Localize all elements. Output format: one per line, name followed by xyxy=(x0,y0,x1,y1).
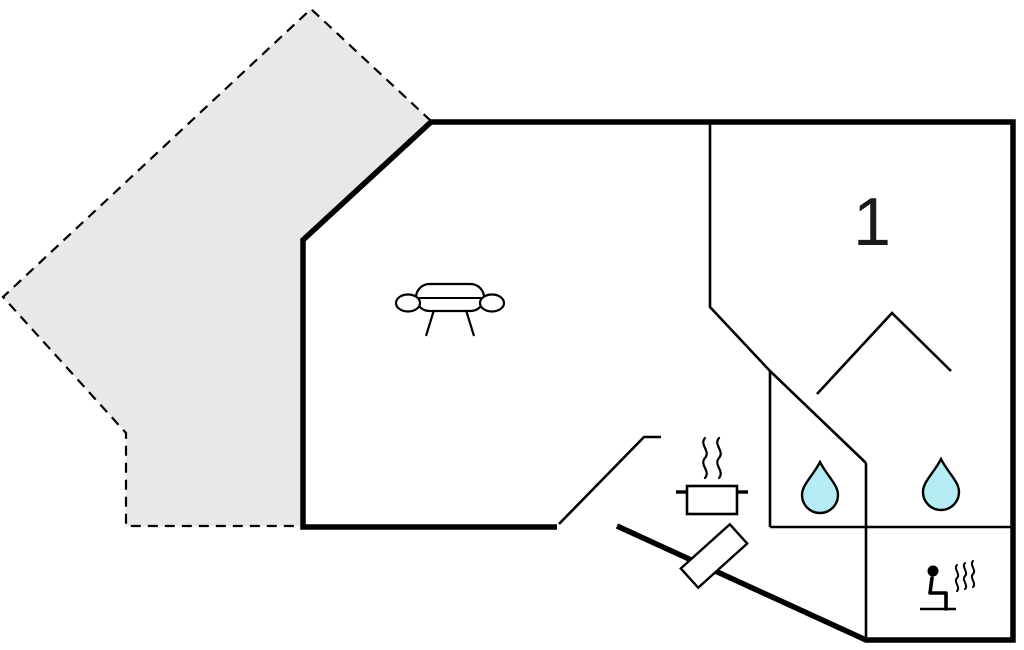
wall-shower-diagonal xyxy=(769,370,867,464)
room-1-label: 1 xyxy=(853,184,891,260)
sauna-icon xyxy=(920,560,976,611)
pot-body xyxy=(685,484,739,516)
terrace-dashed-border xyxy=(1,7,432,528)
sofa-armrest-left xyxy=(394,293,422,313)
cooking-pot-icon xyxy=(676,436,748,516)
sauna-person-body xyxy=(928,576,948,611)
entrance-door-leaf xyxy=(679,522,749,590)
entrance-door-icon xyxy=(679,522,749,590)
heat-waves-icon xyxy=(954,560,976,592)
water-drop-icon xyxy=(800,460,840,515)
sofa-leg-left xyxy=(424,309,436,337)
terrace-area xyxy=(3,9,431,526)
wall-corner-doors xyxy=(816,311,952,395)
steam-icon xyxy=(702,436,722,480)
water-drop-icon xyxy=(921,457,961,512)
wall-room1-separator xyxy=(708,122,772,527)
sofa-armrest-right xyxy=(478,293,506,313)
terrace xyxy=(1,7,432,528)
exterior-walls xyxy=(300,119,1016,643)
sofa-icon xyxy=(394,282,506,337)
kitchen-door-leaf xyxy=(558,435,661,525)
sofa-leg-right xyxy=(464,309,476,337)
sauna-person-head xyxy=(927,565,939,577)
interior-walls xyxy=(558,122,1013,640)
